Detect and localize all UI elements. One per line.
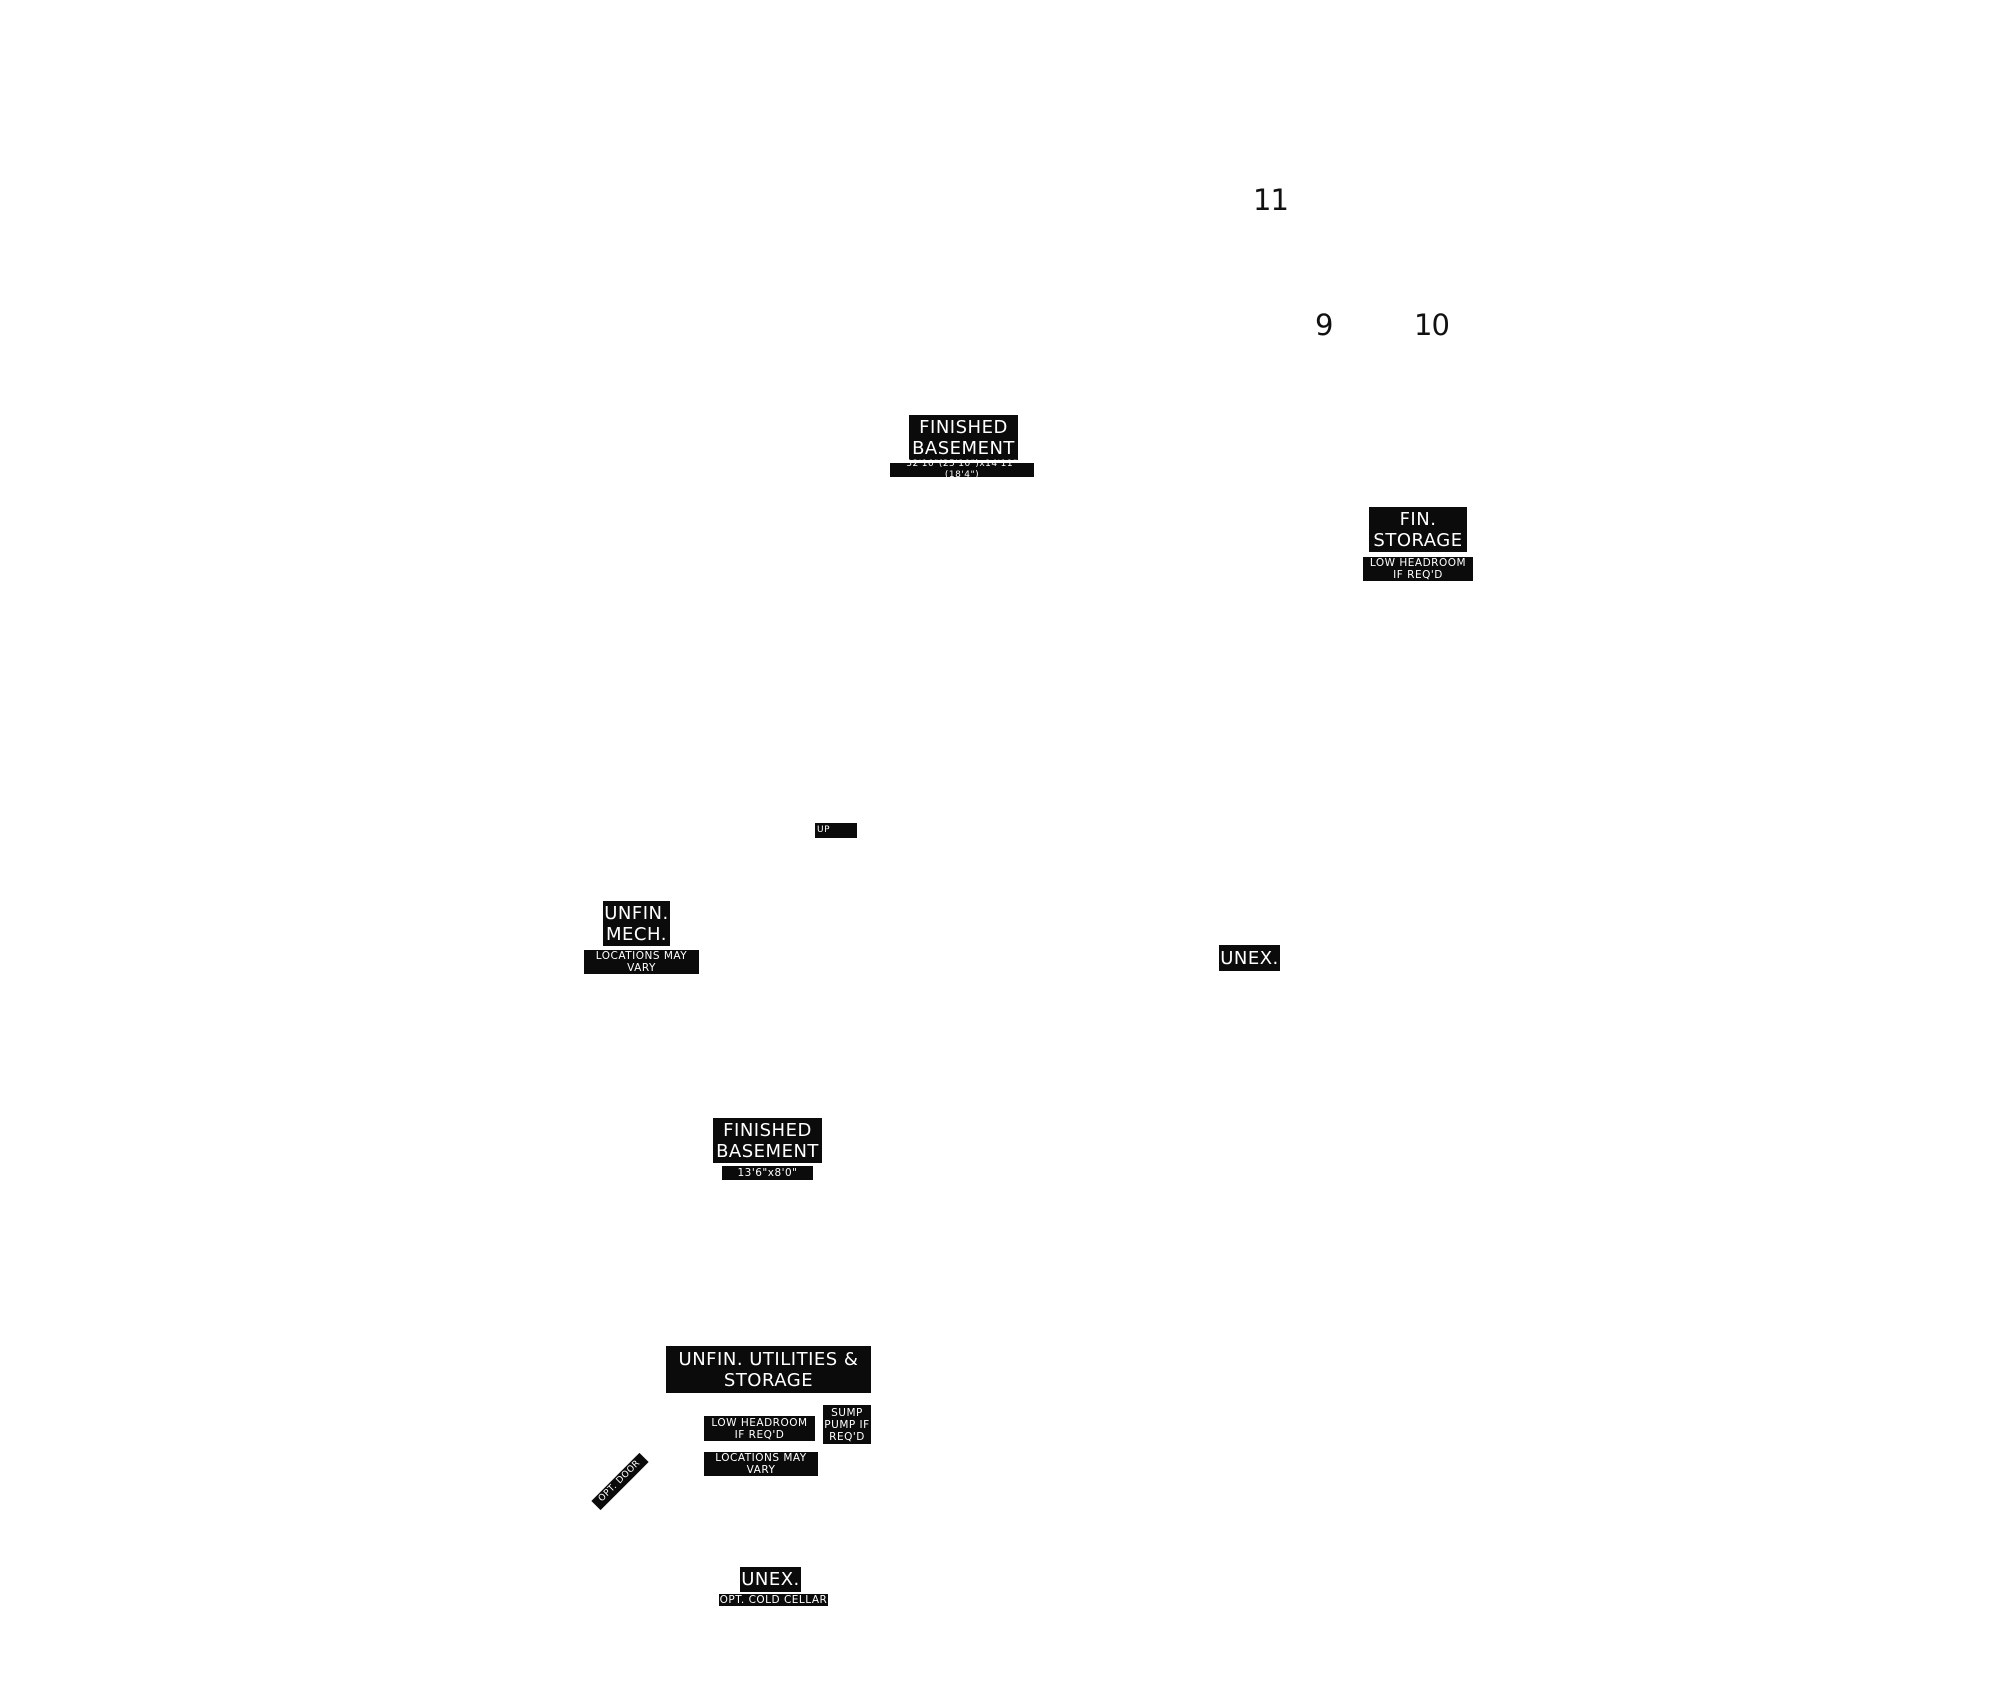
- finished-basement-main-dimensions: 32'10"(25'10")x14'11"(18'4"): [890, 459, 1034, 480]
- unfin-mech-label: UNFIN. MECH.: [603, 901, 670, 946]
- unfin-mech-note: LOCATIONS MAY VARY: [584, 950, 699, 974]
- finished-basement-main-label: FINISHED BASEMENT: [909, 415, 1018, 460]
- opt-cold-cellar-note: OPT. COLD CELLAR: [719, 1594, 828, 1606]
- unfin-utilities-storage-label: UNFIN. UTILITIES & STORAGE: [666, 1346, 871, 1393]
- fin-storage-note: LOW HEADROOM IF REQ'D: [1363, 557, 1473, 581]
- unit-number-11: 11: [1253, 183, 1289, 217]
- opt-door-label: OPT. DOOR: [591, 1452, 649, 1511]
- stair-up-label: UP: [815, 823, 857, 838]
- unex-cold-cellar-label: UNEX.: [740, 1567, 801, 1592]
- unfin-utilities-locations-note: LOCATIONS MAY VARY: [704, 1452, 818, 1476]
- unfin-utilities-headroom-note: LOW HEADROOM IF REQ'D: [704, 1416, 815, 1441]
- finished-basement-small-dimensions: 13'6"x8'0": [722, 1166, 813, 1180]
- unit-number-10: 10: [1414, 308, 1450, 342]
- finished-basement-small-label: FINISHED BASEMENT: [713, 1118, 822, 1163]
- unit-number-9: 9: [1315, 308, 1333, 342]
- sump-pump-note: SUMP PUMP IF REQ'D: [823, 1405, 871, 1444]
- unex-right-label: UNEX.: [1219, 945, 1280, 971]
- fin-storage-label: FIN. STORAGE: [1369, 507, 1467, 552]
